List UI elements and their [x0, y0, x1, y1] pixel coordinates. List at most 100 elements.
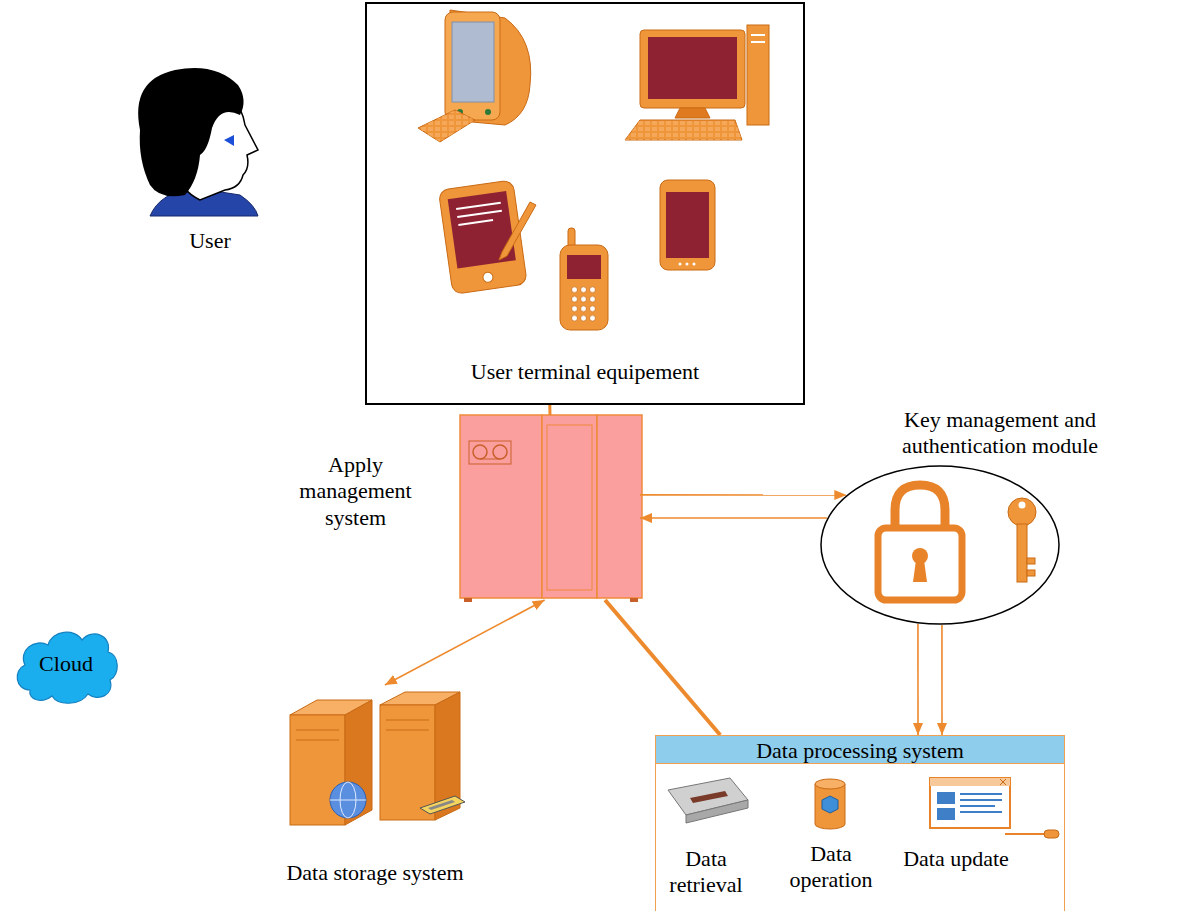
- cellphone-icon-part: [570, 285, 597, 323]
- window-icon-part: [930, 778, 1010, 828]
- connector: [917, 624, 919, 735]
- tablet-icon-part-part: [458, 220, 493, 225]
- window-icon-part: [1044, 830, 1059, 838]
- tablet-icon-part-part: [457, 211, 502, 217]
- terminal-box: User terminal equipement: [365, 2, 805, 405]
- storage-node: Data storage system: [265, 685, 485, 890]
- node-label: Data processing system: [656, 736, 1064, 764]
- window-icon-part: [960, 793, 1002, 795]
- desktop-icon: [625, 25, 769, 140]
- node-label: Cloud: [39, 651, 93, 677]
- connector: [548, 405, 551, 415]
- lock-icon: [878, 485, 962, 600]
- server-icon: [290, 700, 372, 825]
- ellipse-outline: [820, 465, 1060, 625]
- server-cabinet-part: [630, 598, 638, 602]
- cellphone-icon-part: [567, 255, 601, 279]
- window-icon-part: [1005, 833, 1046, 835]
- cloud-shape: Cloud: [10, 620, 122, 708]
- monitor-icon-part: [445, 12, 500, 120]
- node-label: Data operation: [776, 841, 886, 894]
- key-icon-part: [1027, 570, 1035, 576]
- sub-function: Data update: [895, 774, 1017, 904]
- window-icon-part: [1000, 779, 1006, 785]
- window-icon-part: [930, 778, 1010, 786]
- window-icon-part: [960, 799, 1002, 801]
- server-cabinet-part: [464, 598, 472, 602]
- cellphone-icon: [560, 228, 608, 330]
- server-cabinet: [460, 415, 642, 602]
- server-icon-part: [386, 730, 429, 731]
- database-icon-part: [822, 796, 838, 813]
- key-icon-part: [1017, 524, 1027, 582]
- database-icon-part: [815, 784, 845, 829]
- user-figure: [138, 68, 258, 216]
- key-module-ellipse: Key management and authentication module: [820, 465, 1060, 625]
- key-icon: [1008, 498, 1036, 582]
- tablet-icon-part-part: [482, 272, 493, 283]
- server-icon-part: [296, 730, 339, 731]
- smartphone-icon: [660, 180, 715, 270]
- node-label: Data retrieval: [656, 846, 756, 899]
- server-cabinet-part: [547, 425, 592, 590]
- tablet-icon-part: [499, 202, 536, 260]
- connector: [385, 600, 545, 685]
- desktop-icon-part: [751, 34, 765, 36]
- server-icon-part: [428, 800, 455, 810]
- user-figure-part: [138, 68, 243, 196]
- server-cabinet-part: [597, 415, 642, 598]
- connector: [605, 600, 720, 735]
- cellphone-icon-part: [560, 245, 608, 330]
- connectors: [385, 405, 942, 735]
- server-icon-part: [330, 782, 366, 818]
- database-icon-part: [815, 779, 845, 789]
- server-icon: [380, 692, 465, 820]
- node-label: User: [189, 228, 231, 254]
- desktop-icon-part: [675, 108, 710, 118]
- server-icon-part: [420, 796, 465, 814]
- smartphone-icon-part: [666, 192, 709, 258]
- node-label: Key management and authentication module: [875, 407, 1125, 460]
- monitor-icon: [418, 10, 531, 142]
- desktop-icon-part: [625, 120, 742, 140]
- smartphone-icon-part: [679, 263, 682, 266]
- smartphone-icon-part: [686, 263, 689, 266]
- key-icon-part: [1019, 502, 1026, 509]
- window-icon-part: [960, 805, 995, 807]
- tape-icon-part: [686, 800, 748, 823]
- server-cabinet-part: [542, 415, 597, 598]
- user-figure-part: [224, 135, 234, 146]
- desktop-icon-part: [625, 120, 742, 140]
- desktop-icon-part: [640, 30, 745, 108]
- database-icon: [815, 779, 845, 829]
- server-icon-part: [386, 720, 429, 721]
- server-cabinet-part: [480, 459, 500, 460]
- tape-icon: [668, 778, 748, 823]
- server-cabinet-part: [469, 441, 511, 464]
- key-icon-part: [1027, 558, 1035, 564]
- server-cabinet-node: Apply management system: [460, 415, 640, 600]
- server-cabinet-part: [493, 445, 507, 459]
- node-label: Apply management system: [288, 452, 423, 531]
- connector: [941, 625, 943, 735]
- window-icon-part: [937, 792, 955, 804]
- ellipse-outline: [821, 466, 1059, 624]
- node-label: Data storage system: [286, 860, 463, 886]
- desktop-icon-part: [751, 41, 765, 43]
- desktop-icon-part: [648, 37, 737, 99]
- cloud-outline: [17, 632, 117, 703]
- window-icon-part: [1000, 779, 1006, 785]
- user-label: User: [160, 226, 260, 256]
- lock-icon-part: [895, 485, 945, 530]
- monitor-icon-part: [418, 110, 475, 142]
- server-icon-part: [380, 705, 435, 820]
- desktop-icon-part: [747, 25, 769, 125]
- server-icon-part: [296, 740, 339, 741]
- smartphone-icon-part: [660, 180, 715, 270]
- tablet-icon: [438, 180, 536, 294]
- node-label: Data update: [895, 846, 1017, 872]
- connector: [640, 494, 846, 496]
- server-cabinet-part: [473, 445, 487, 459]
- sub-function: Data retrieval: [656, 774, 756, 904]
- window-icon: [930, 778, 1059, 838]
